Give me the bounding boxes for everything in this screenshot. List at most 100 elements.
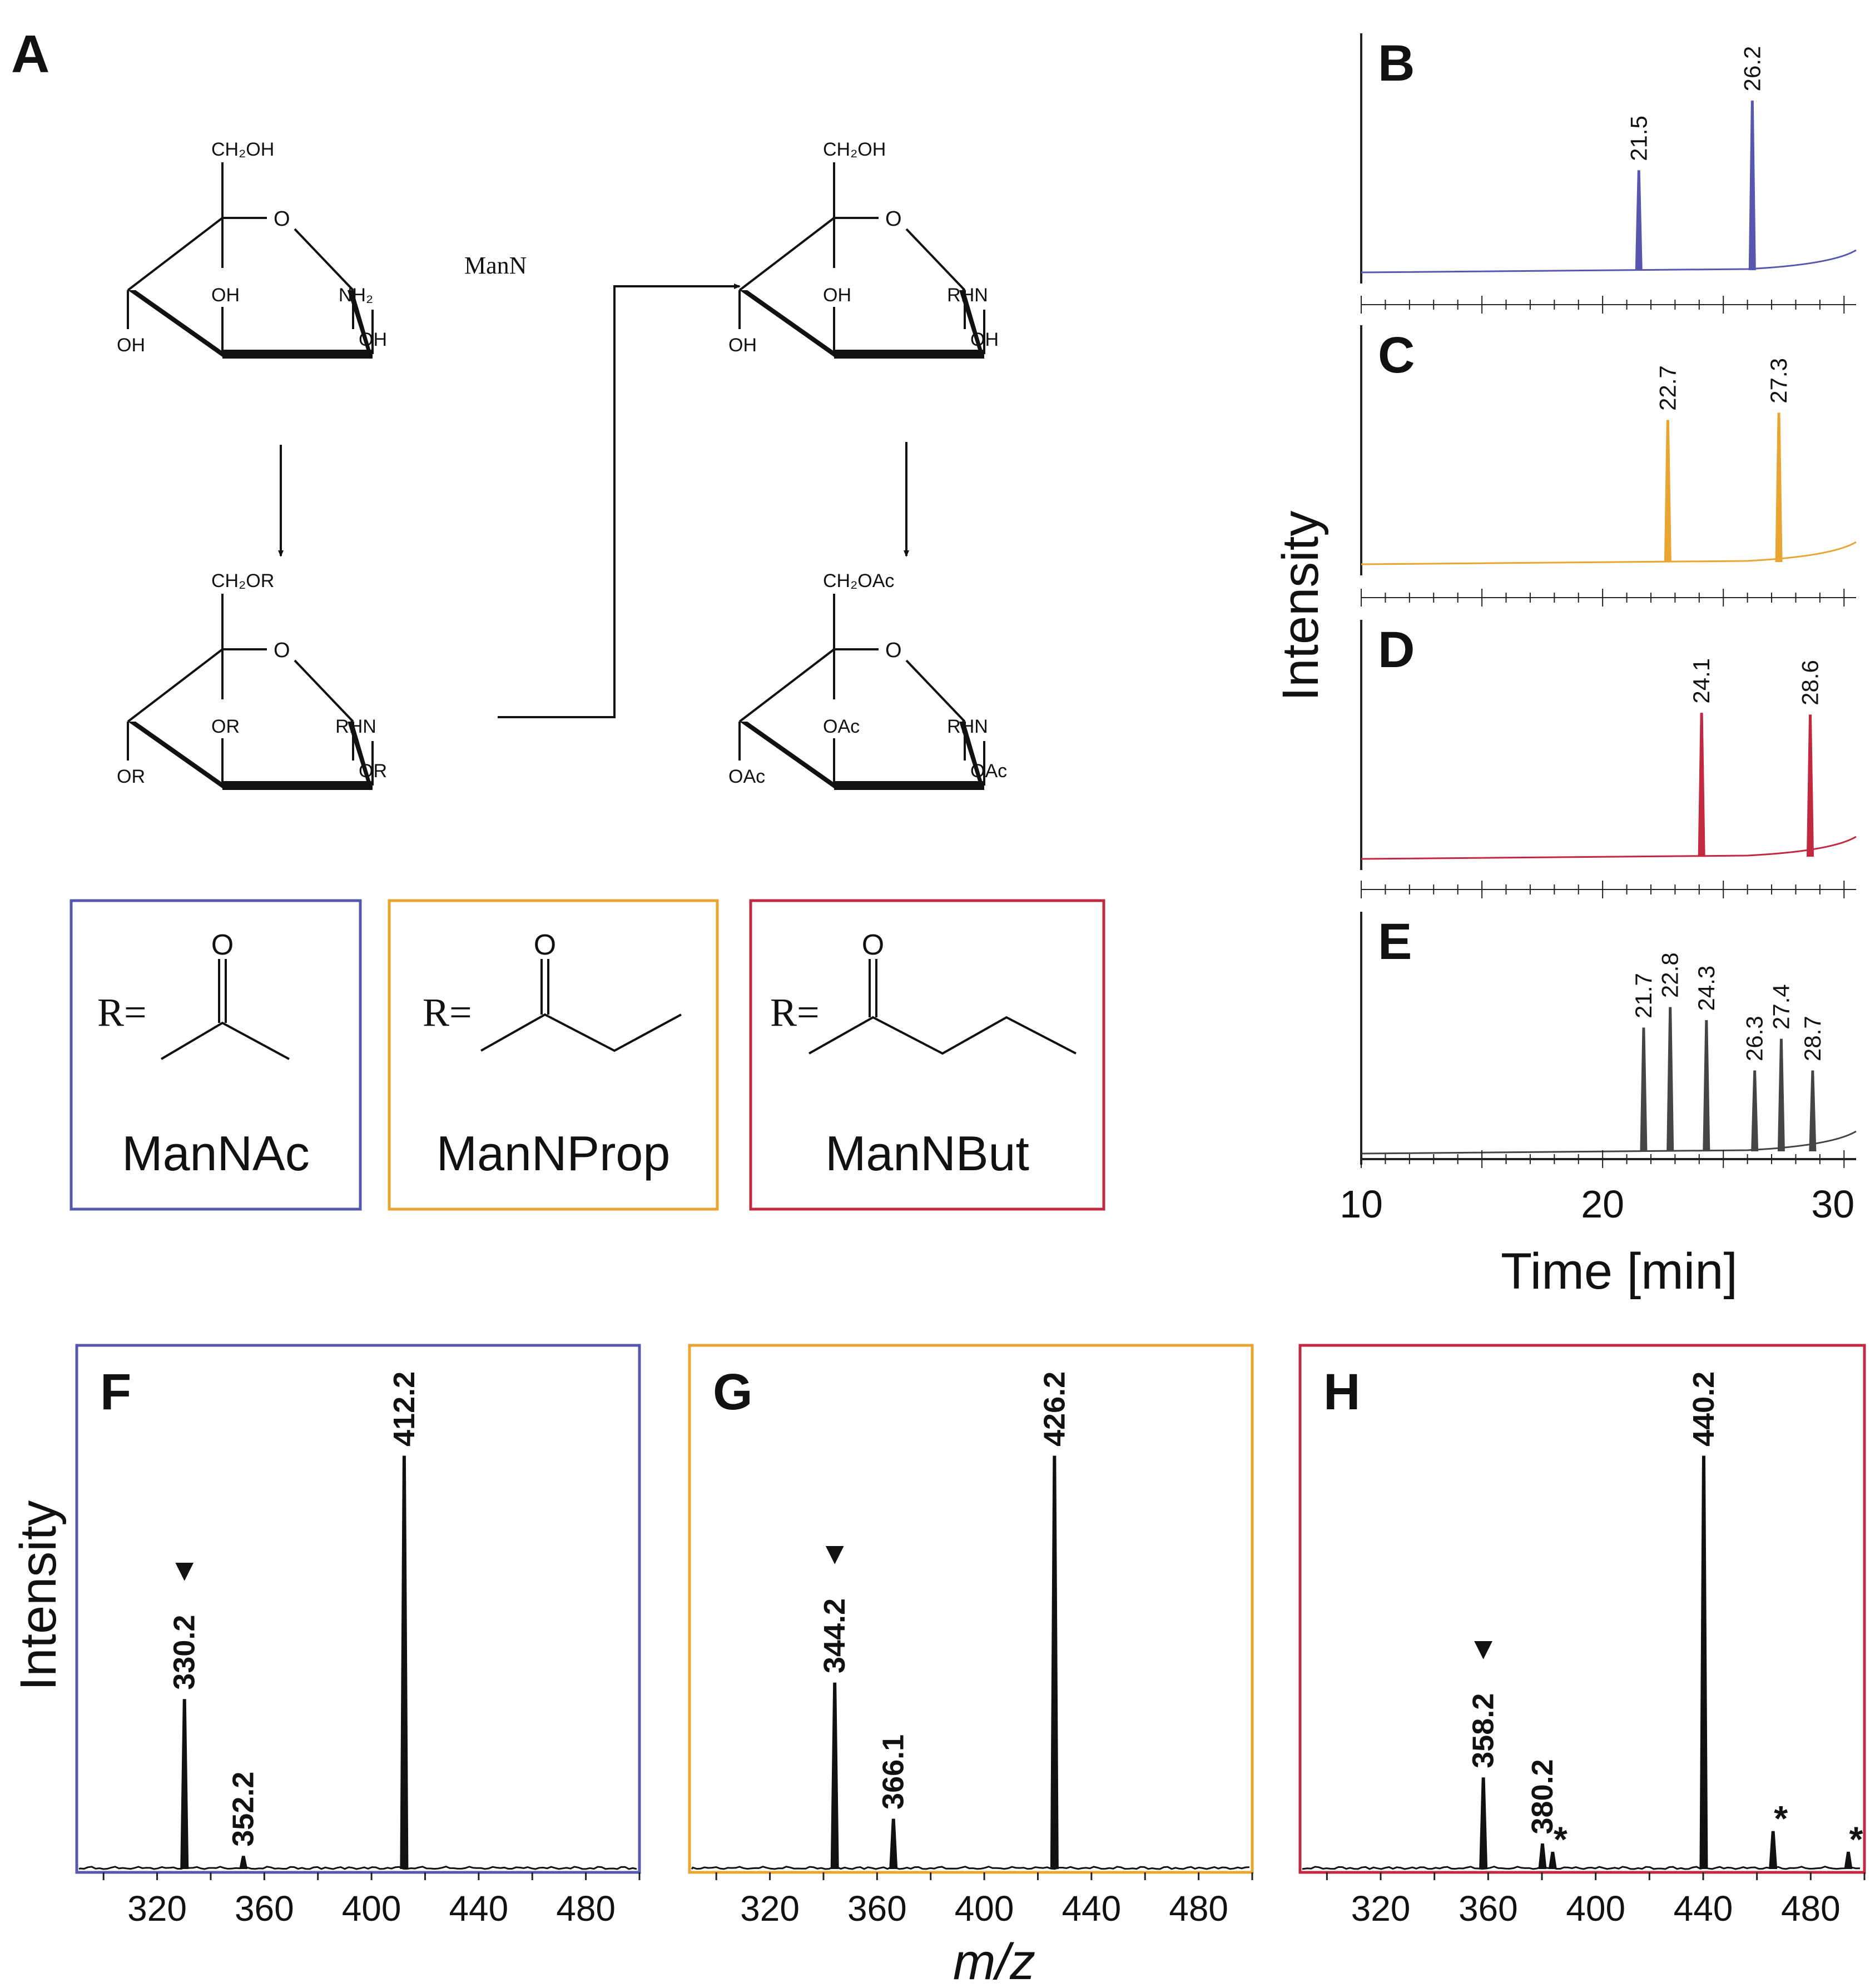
panel-label-h: H xyxy=(1323,1364,1360,1420)
r-equals: R= xyxy=(97,990,147,1035)
gc-peak-26.3 xyxy=(1751,1070,1759,1152)
gc-peak-24.3 xyxy=(1703,1020,1710,1152)
ms-marker-triangle: ▼ xyxy=(1468,1631,1499,1666)
wedge-left xyxy=(740,290,834,357)
gc-peak-28.6 xyxy=(1807,714,1814,857)
gc-peak-label: 27.3 xyxy=(1765,358,1792,404)
ms-peak-label: 330.2 xyxy=(168,1615,201,1690)
c2-label: RHN xyxy=(335,716,376,737)
gc-x-tick-10: 10 xyxy=(1340,1182,1383,1226)
gc-peak-22.7 xyxy=(1664,420,1671,563)
ring-o-label: O xyxy=(885,639,902,662)
c4-label: OH xyxy=(728,335,757,356)
gc-tick-row-4 xyxy=(1361,1150,1856,1168)
ms-peak-label: 426.2 xyxy=(1038,1371,1071,1447)
panel-label-e: E xyxy=(1378,913,1412,970)
c3-label: OR xyxy=(211,716,240,737)
panel-label-c: C xyxy=(1378,327,1415,384)
ms-peak-label: 440.2 xyxy=(1687,1371,1720,1447)
r-equals: R= xyxy=(770,990,820,1035)
gc-baseline xyxy=(1361,836,1857,860)
ms-x-tick-480: 480 xyxy=(1169,1888,1228,1929)
carbonyl-o: O xyxy=(211,929,234,961)
c4-label: OH xyxy=(117,335,145,356)
sugar-name: ManN xyxy=(464,252,527,279)
ms-peak xyxy=(830,1682,839,1870)
ms-peak-label: 380.2 xyxy=(1526,1759,1559,1834)
ms-x-axis-label: m/z xyxy=(953,1934,1035,1988)
gc-x-axis-label: Time [min] xyxy=(1501,1243,1738,1300)
ch2-label: CH₂OH xyxy=(211,139,274,160)
ms-peak xyxy=(180,1699,189,1870)
ring-o-label: O xyxy=(274,207,290,231)
wedge-left xyxy=(128,290,222,357)
c3-label: OAc xyxy=(823,716,860,737)
gc-peak-28.7 xyxy=(1809,1070,1817,1152)
ch2-label: CH₂OH xyxy=(823,139,886,160)
ms-peak-label: 344.2 xyxy=(818,1598,851,1673)
acyl-chain xyxy=(808,1016,1077,1055)
ms-peak-label: 366.1 xyxy=(877,1734,910,1810)
ms-x-tick-400: 400 xyxy=(955,1888,1014,1929)
ms-x-tick-360: 360 xyxy=(847,1888,907,1929)
ms-frame xyxy=(1298,1344,1866,1874)
wedge-left xyxy=(128,722,222,788)
ms-peak xyxy=(1538,1843,1547,1870)
gc-peak-label: 22.7 xyxy=(1654,365,1680,411)
ms-peak-asterisk: * xyxy=(1774,1798,1788,1838)
ms-peak-label: 412.2 xyxy=(388,1371,421,1447)
ms-x-tick-480: 480 xyxy=(556,1888,616,1929)
ms-x-tick-320: 320 xyxy=(1351,1888,1411,1929)
ms-x-tick-440: 440 xyxy=(449,1888,508,1929)
ms-marker-triangle: ▼ xyxy=(819,1535,850,1570)
ch2-label: CH₂OAc xyxy=(823,570,894,592)
gc-peak-27.3 xyxy=(1775,412,1783,563)
gc-peak-label: 24.3 xyxy=(1693,966,1719,1011)
panel-label-a: A xyxy=(11,24,49,84)
r-box-frame xyxy=(388,899,719,1211)
ms-peak xyxy=(1699,1455,1708,1870)
gc-peak-24.1 xyxy=(1698,713,1705,857)
ms-peak xyxy=(889,1818,898,1870)
compound-name: ManNBut xyxy=(825,1126,1029,1181)
gc-peak-label: 21.7 xyxy=(1630,973,1656,1018)
ms-frame xyxy=(688,1344,1254,1874)
ms-peak xyxy=(239,1856,248,1870)
gc-y-axis-label: Intensity xyxy=(1272,511,1329,702)
gc-peak-label: 28.6 xyxy=(1797,660,1823,705)
r-equals: R= xyxy=(423,990,472,1035)
ms-peak xyxy=(1050,1455,1059,1870)
gc-tick-row-1 xyxy=(1361,296,1856,314)
gc-peak-26.2 xyxy=(1748,100,1756,271)
ch2-label: CH₂OR xyxy=(211,570,274,592)
c3-label: OH xyxy=(211,285,240,306)
panel-label-d: D xyxy=(1378,622,1415,678)
gc-peak-label: 21.5 xyxy=(1625,116,1651,161)
panel-label-b: B xyxy=(1378,35,1415,92)
ms-peak xyxy=(1769,1831,1778,1870)
gc-peak-label: 26.2 xyxy=(1739,46,1765,92)
ms-peak xyxy=(400,1455,409,1870)
ring-o-label: O xyxy=(274,639,290,662)
ms-peak xyxy=(1479,1777,1488,1870)
ms-x-tick-440: 440 xyxy=(1674,1888,1733,1929)
carbonyl-o: O xyxy=(862,929,884,961)
gc-peak-21.5 xyxy=(1635,170,1643,271)
gc-x-tick-30: 30 xyxy=(1811,1182,1854,1226)
gc-tick-row-3 xyxy=(1361,881,1856,898)
panel-label-f: F xyxy=(100,1364,131,1420)
ms-marker-triangle: ▼ xyxy=(169,1552,200,1587)
compound-name: ManNProp xyxy=(437,1126,671,1181)
gc-panel-b: B 21.5 26.2 xyxy=(1360,33,1857,284)
c4-label: OR xyxy=(117,766,145,787)
ms-x-tick-480: 480 xyxy=(1781,1888,1841,1929)
